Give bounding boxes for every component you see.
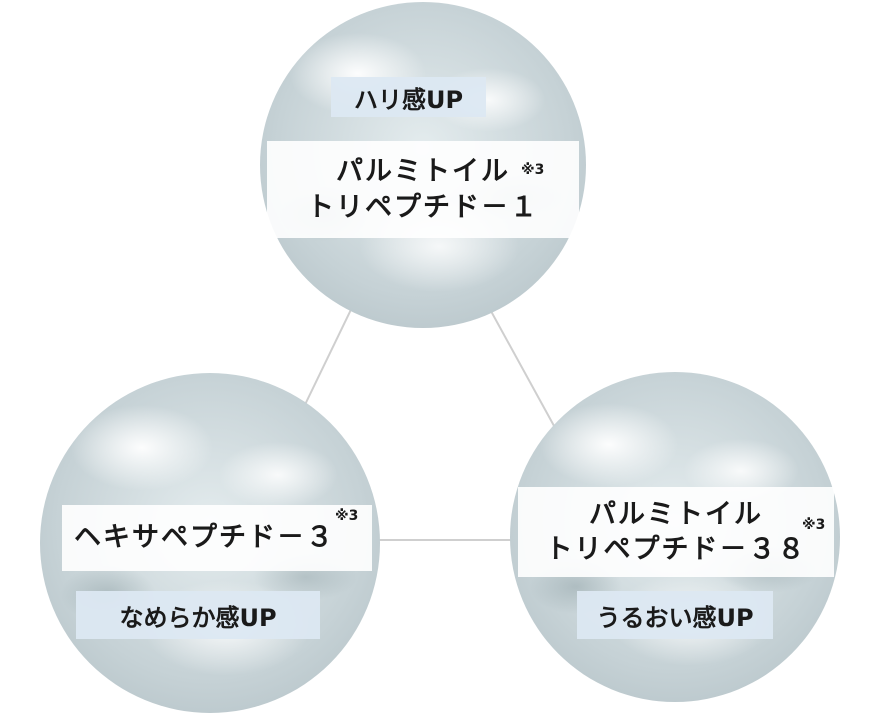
ingredient-name-top-line2: トリペプチド－１	[307, 191, 539, 223]
benefit-tag-left: なめらか感UP	[76, 591, 320, 639]
benefit-tag-right: うるおい感UP	[577, 591, 773, 639]
benefit-tag-top: ハリ感UP	[331, 77, 486, 117]
benefit-text-left: なめらか感UP	[119, 603, 277, 632]
footnote-mark-right: ※3	[802, 517, 826, 533]
benefit-text-top: ハリ感UP	[353, 85, 464, 114]
ingredient-label-top: パルミトイル トリペプチド－１	[267, 141, 579, 238]
footnote-mark-left: ※3	[335, 508, 359, 524]
ingredient-label-right: パルミトイル トリペプチド－３８	[518, 487, 834, 577]
ingredient-name-top-line1: パルミトイル	[336, 156, 510, 188]
ingredient-name-right-line1: パルミトイル	[589, 498, 763, 530]
ingredient-name-left: ヘキサペプチド－３	[74, 522, 335, 554]
ingredient-name-right-line2: トリペプチド－３８	[545, 534, 807, 565]
footnote-mark-top: ※3	[521, 162, 545, 178]
ingredient-label-left: ヘキサペプチド－３	[62, 505, 372, 571]
benefit-text-right: うるおい感UP	[596, 603, 754, 632]
